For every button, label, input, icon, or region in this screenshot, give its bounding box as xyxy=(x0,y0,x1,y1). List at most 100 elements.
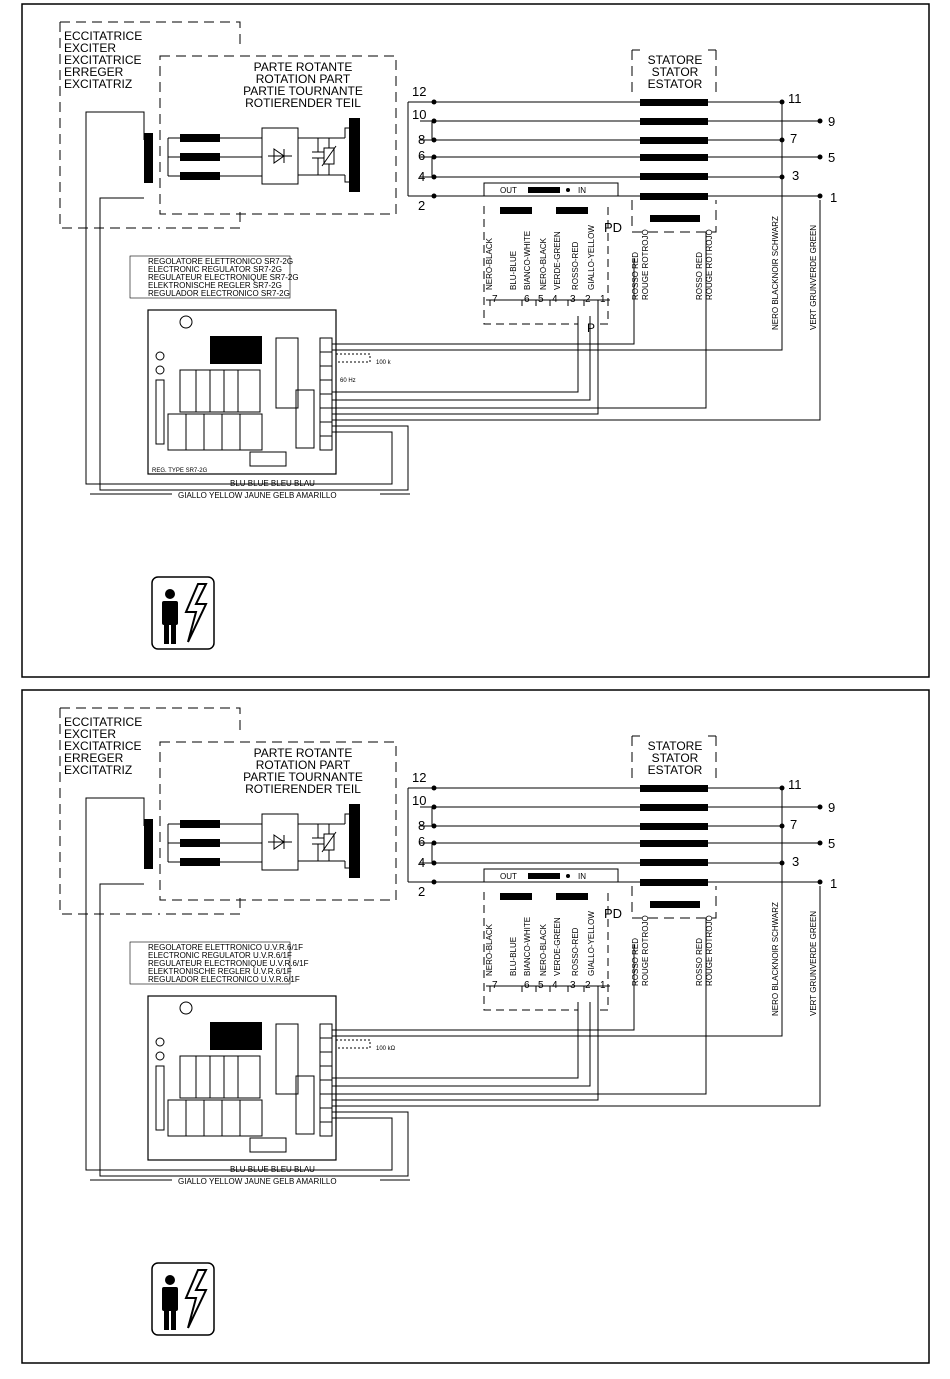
svg-text:ROUGE ROTROJO: ROUGE ROTROJO xyxy=(705,915,714,986)
stator-box xyxy=(631,735,717,919)
svg-text:ERREGER: ERREGER xyxy=(64,65,124,79)
svg-text:2: 2 xyxy=(418,198,425,213)
svg-text:STATOR: STATOR xyxy=(652,751,699,765)
svg-text:ROUGE ROTROJO: ROUGE ROTROJO xyxy=(641,915,650,986)
svg-text:GIALLO-YELLOW: GIALLO-YELLOW xyxy=(587,911,596,976)
svg-text:ROTIERENDER TEIL: ROTIERENDER TEIL xyxy=(245,782,361,796)
aux-terminal-box xyxy=(483,206,609,325)
main-rotor-winding xyxy=(349,118,360,192)
svg-text:REG. TYPE SR7-2G: REG. TYPE SR7-2G xyxy=(152,468,208,474)
exciter-stator-winding xyxy=(144,133,153,183)
regulator-board xyxy=(147,995,337,1161)
svg-text:100 kΩ: 100 kΩ xyxy=(376,1046,396,1052)
terminal-numbers: 12 10 8 6 4 2 11 9 7 5 3 1 xyxy=(412,770,837,899)
potentiometer: 100 k 60 Hz xyxy=(335,353,392,384)
svg-text:ECCITATRICE: ECCITATRICE xyxy=(64,715,142,729)
svg-text:EXCITER: EXCITER xyxy=(64,41,116,55)
svg-text:BLU-BLUE: BLU-BLUE xyxy=(509,937,518,976)
svg-text:ROTATION PART: ROTATION PART xyxy=(256,72,351,86)
stator-box xyxy=(631,49,717,233)
svg-text:ROSSO RED: ROSSO RED xyxy=(631,252,640,300)
svg-text:STATORE: STATORE xyxy=(648,53,703,67)
svg-text:EXCITER: EXCITER xyxy=(64,727,116,741)
svg-text:10: 10 xyxy=(412,107,426,122)
aux-coils xyxy=(500,893,588,900)
svg-text:ROSSO RED: ROSSO RED xyxy=(695,252,704,300)
exciter-rotor-windings xyxy=(167,134,262,180)
panel-frame xyxy=(21,3,930,678)
svg-text:OUT: OUT xyxy=(500,872,517,881)
svg-text:7: 7 xyxy=(790,131,797,146)
exciter-box xyxy=(59,21,241,229)
lightning-bolt-icon xyxy=(184,1269,208,1329)
electrical-hazard-sign xyxy=(151,576,215,650)
diagram-panel-2: ECCITATRICE EXCITER EXCITATRICE ERREGER … xyxy=(0,686,950,1372)
svg-text:NERO BLACKNOIR SCHWARZ: NERO BLACKNOIR SCHWARZ xyxy=(771,902,780,1016)
svg-text:12: 12 xyxy=(412,770,426,785)
stator-coil-bars xyxy=(640,99,708,222)
svg-text:9: 9 xyxy=(828,114,835,129)
svg-text:ROSSO-RED: ROSSO-RED xyxy=(571,927,580,976)
svg-text:REGULATEUR ELECTRONIQUE U.V.R.: REGULATEUR ELECTRONIQUE U.V.R.6/1F xyxy=(148,959,309,968)
potentiometer: 100 kΩ xyxy=(335,1039,396,1052)
svg-text:REGULATEUR ELECTRONIQUE SR7-2G: REGULATEUR ELECTRONIQUE SR7-2G xyxy=(148,273,299,282)
svg-text:ELECTRONIC REGULATOR SR7-2G: ELECTRONIC REGULATOR SR7-2G xyxy=(148,265,282,274)
svg-text:PARTIE TOURNANTE: PARTIE TOURNANTE xyxy=(243,84,363,98)
svg-text:IN: IN xyxy=(578,186,586,195)
svg-text:7: 7 xyxy=(790,817,797,832)
svg-text:11: 11 xyxy=(788,777,802,792)
stator-label: STATORE STATOR ESTATOR xyxy=(648,53,703,91)
wire-labels: NERO-BLACK BLU-BLUE BIANCO-WHITE NERO-BL… xyxy=(485,911,596,976)
svg-text:1: 1 xyxy=(830,876,837,891)
terminal-dots xyxy=(431,785,823,885)
p-label: P xyxy=(587,321,595,335)
svg-text:4: 4 xyxy=(418,169,425,184)
wire-labels: NERO-BLACK BLU-BLUE BIANCO-WHITE NERO-BL… xyxy=(485,225,596,290)
svg-text:NERO-BLACK: NERO-BLACK xyxy=(539,923,548,976)
svg-text:EXCITATRIZ: EXCITATRIZ xyxy=(64,763,132,777)
wiring-diagram: ECCITATRICE EXCITER EXCITATRICE ERREGER … xyxy=(21,3,930,678)
svg-text:ESTATOR: ESTATOR xyxy=(648,763,703,777)
aux-terminal-box xyxy=(483,892,609,1011)
regulator-label: REGOLATORE ELETTRONICO U.V.R.6/1F ELECTR… xyxy=(129,941,309,985)
svg-text:ERREGER: ERREGER xyxy=(64,751,124,765)
svg-text:4: 4 xyxy=(418,855,425,870)
out-in-box: OUT IN xyxy=(483,182,619,197)
person-icon xyxy=(162,589,178,644)
svg-text:11: 11 xyxy=(788,91,802,106)
stator-windings xyxy=(407,787,820,883)
rotating-part-box xyxy=(159,55,397,215)
regulator-label: REGOLATORE ELETTRONICO SR7-2G ELECTRONIC… xyxy=(129,255,299,299)
rotating-part-box xyxy=(159,741,397,901)
regulator-wires xyxy=(85,797,821,1177)
lightning-bolt-icon xyxy=(184,583,208,643)
exciter-box xyxy=(59,707,241,915)
exciter-stator-winding xyxy=(144,819,153,869)
wiring-diagram: ECCITATRICE EXCITER EXCITATRICE ERREGER … xyxy=(21,689,930,1364)
svg-text:8: 8 xyxy=(418,818,425,833)
svg-text:ROUGE ROTROJO: ROUGE ROTROJO xyxy=(705,229,714,300)
terminal-dots xyxy=(431,99,823,199)
svg-text:ELEKTRONISCHE REGLER U.V.R.6/1: ELEKTRONISCHE REGLER U.V.R.6/1F xyxy=(148,967,292,976)
svg-text:ELEKTRONISCHE REGLER SR7-2G: ELEKTRONISCHE REGLER SR7-2G xyxy=(148,281,282,290)
svg-text:IN: IN xyxy=(578,872,586,881)
svg-text:ELECTRONIC REGULATOR U.V.R.6/1: ELECTRONIC REGULATOR U.V.R.6/1F xyxy=(148,951,292,960)
svg-text:EXCITATRICE: EXCITATRICE xyxy=(64,739,142,753)
aux-coils xyxy=(500,207,588,214)
svg-text:EXCITATRIZ: EXCITATRIZ xyxy=(64,77,132,91)
terminal-numbers: 12 10 8 6 4 2 11 9 7 5 3 1 xyxy=(412,84,837,213)
svg-text:ESTATOR: ESTATOR xyxy=(648,77,703,91)
svg-text:BIANCO-WHITE: BIANCO-WHITE xyxy=(523,231,532,290)
svg-text:5: 5 xyxy=(828,150,835,165)
svg-text:BIANCO-WHITE: BIANCO-WHITE xyxy=(523,917,532,976)
svg-text:EXCITATRICE: EXCITATRICE xyxy=(64,53,142,67)
svg-text:ROTATION PART: ROTATION PART xyxy=(256,758,351,772)
svg-text:12: 12 xyxy=(412,84,426,99)
exciter-label: ECCITATRICE EXCITER EXCITATRICE ERREGER … xyxy=(64,715,142,777)
svg-text:STATORE: STATORE xyxy=(648,739,703,753)
panel-frame xyxy=(21,689,930,1364)
person-icon xyxy=(162,1275,178,1330)
svg-text:STATOR: STATOR xyxy=(652,65,699,79)
svg-text:9: 9 xyxy=(828,800,835,815)
svg-text:3: 3 xyxy=(792,854,799,869)
